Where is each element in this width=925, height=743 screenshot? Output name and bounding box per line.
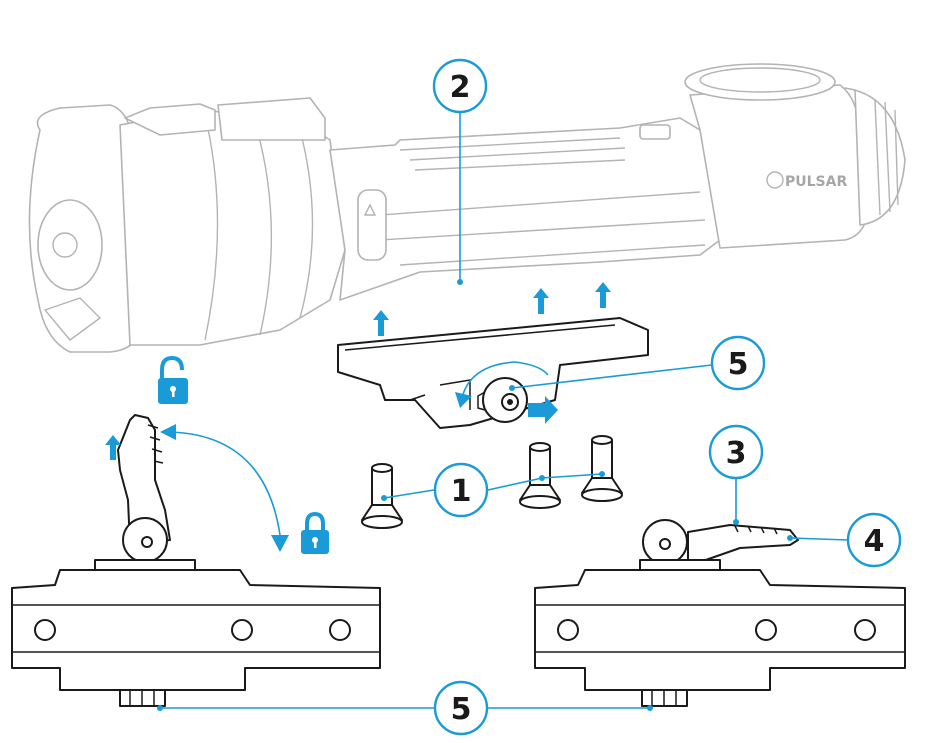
callout-4: 4 [846, 512, 902, 568]
mount-base-left [11, 414, 381, 707]
svg-text:PULSAR: PULSAR [785, 174, 847, 190]
arrow-up-icon [533, 288, 549, 314]
arrow-up-icon [105, 435, 121, 460]
pulsar-logo: PULSAR [766, 171, 847, 190]
svg-text:1: 1 [451, 474, 472, 509]
svg-text:3: 3 [726, 436, 747, 471]
lock-open-icon [158, 355, 188, 404]
svg-text:5: 5 [451, 692, 472, 727]
mount-base-right [534, 519, 906, 707]
thermal-scope: PULSAR [28, 63, 906, 353]
callout-5-bottom: 5 [433, 680, 489, 736]
svg-text:5: 5 [728, 347, 749, 382]
mounting-screw [581, 435, 623, 502]
lever-knob [477, 377, 528, 423]
callout-1: 1 [433, 462, 489, 518]
callout-5-top: 5 [710, 335, 766, 391]
arrow-right-icon [528, 396, 558, 424]
arrow-up-icon [595, 282, 611, 308]
arrow-up-icon [373, 310, 389, 336]
mounting-screw [361, 463, 403, 529]
callout-3: 3 [708, 424, 764, 480]
curved-arrow-icon [160, 424, 289, 552]
mounting-screw [519, 442, 561, 509]
svg-text:4: 4 [864, 524, 885, 559]
callout-2: 2 [432, 58, 488, 114]
lock-closed-icon [301, 511, 329, 554]
leader-lines [157, 112, 849, 711]
curved-arrow-icon [455, 361, 549, 408]
quick-detach-mount [337, 317, 649, 429]
svg-text:2: 2 [450, 70, 471, 105]
